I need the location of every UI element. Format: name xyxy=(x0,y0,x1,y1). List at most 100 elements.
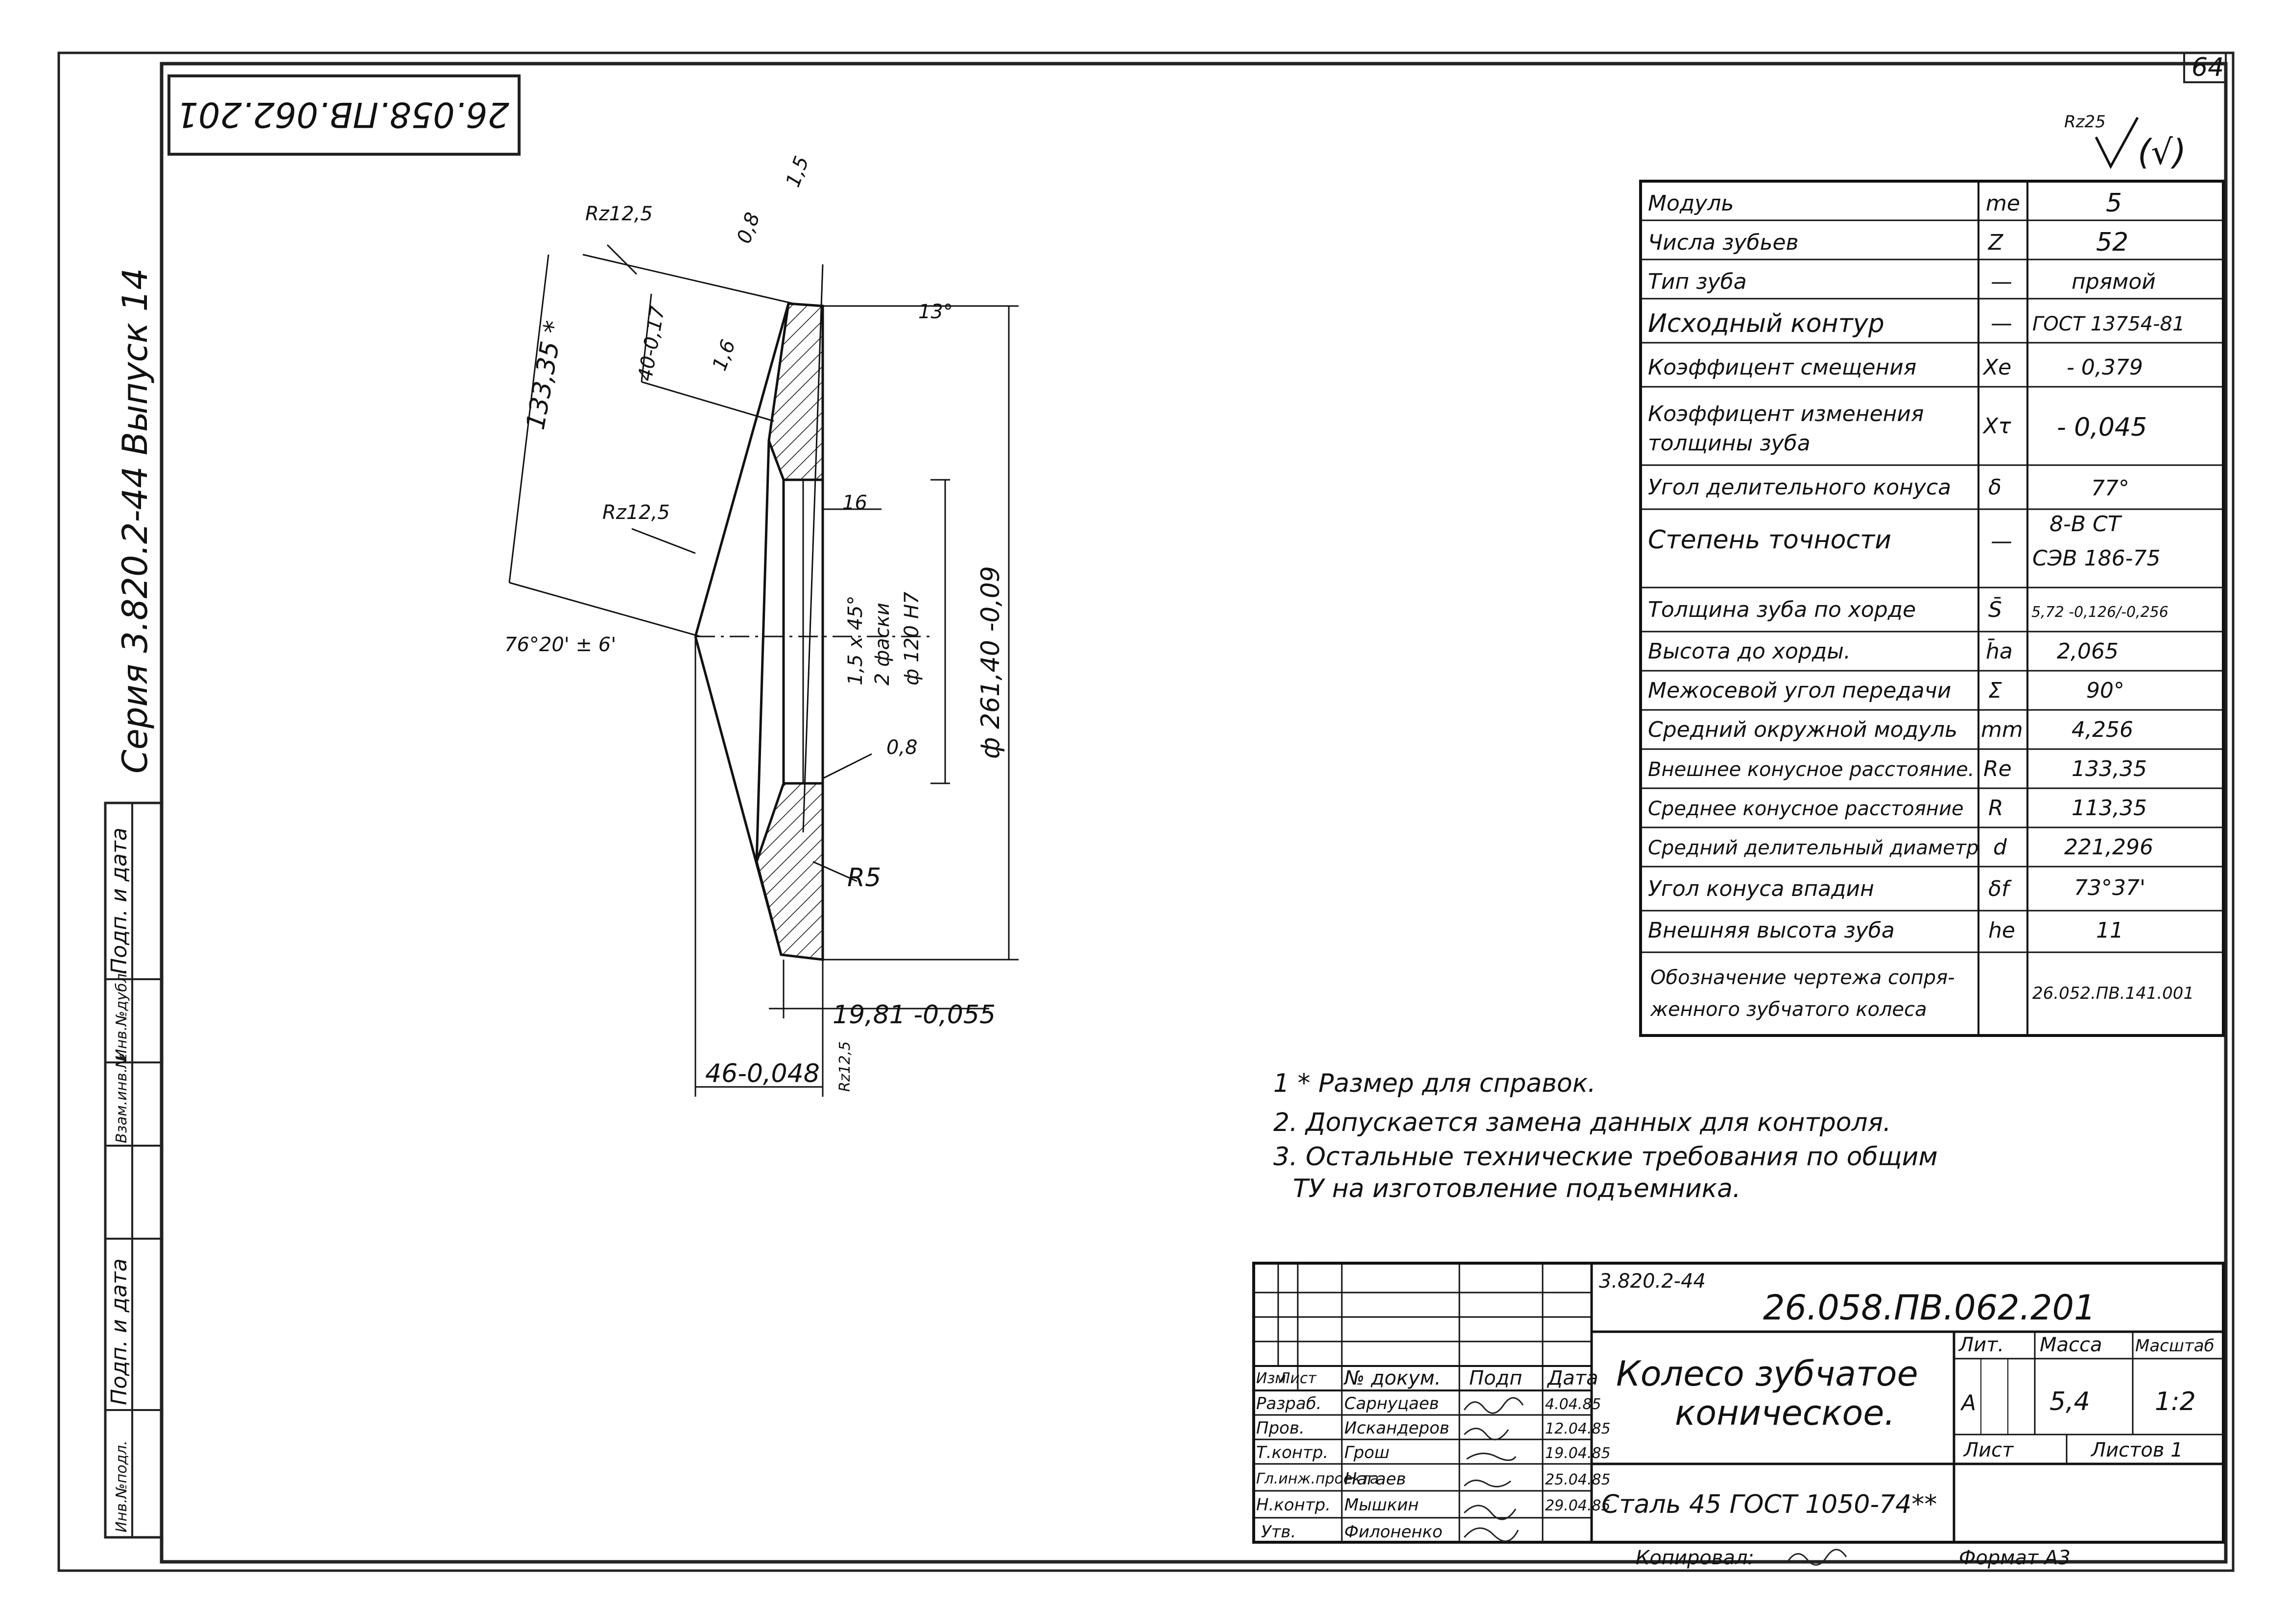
tb-person: Филоненко xyxy=(1344,1522,1443,1542)
param-val: 4,256 xyxy=(2072,717,2133,742)
tb-col-date: Дата xyxy=(1547,1367,1598,1389)
dim-rz-bottom: Rz12,5 xyxy=(836,1041,854,1092)
param-name: Средний окружной модуль xyxy=(1648,717,1957,742)
tb-mass-header: Масса xyxy=(2040,1334,2102,1356)
param-name-wrap: Обозначение чертежа сопря- xyxy=(1650,966,1955,989)
param-val: 77° xyxy=(2091,476,2129,501)
tb-format: Формат А3 xyxy=(1959,1547,2071,1569)
dim-r08b: 0,8 xyxy=(886,736,918,759)
tb-date: 12.04.85 xyxy=(1545,1420,1611,1437)
strip-label-5: Подп. и дата xyxy=(107,827,132,974)
param-val: - 0,379 xyxy=(2067,355,2143,380)
tb-col-podp: Подп xyxy=(1469,1367,1522,1389)
param-val: 52 xyxy=(2096,228,2128,257)
param-val: 90° xyxy=(2086,678,2124,703)
param-name: Степень точности xyxy=(1648,525,1891,555)
tb-sheet-label: Лист xyxy=(1963,1439,2014,1461)
tb-role: Н.контр. xyxy=(1256,1495,1331,1515)
tb-date: 29.04.85 xyxy=(1545,1497,1611,1514)
dim-19: 19,81 -0,055 xyxy=(833,1000,996,1030)
param-val: 113,35 xyxy=(2072,796,2147,821)
copied-signature xyxy=(1787,1549,1847,1566)
tb-role: Пров. xyxy=(1256,1418,1305,1438)
tb-mass: 5,4 xyxy=(2049,1387,2090,1416)
tb-role: Разраб. xyxy=(1256,1394,1322,1413)
param-val: 2,065 xyxy=(2057,639,2119,664)
tb-col-doc: № докум. xyxy=(1343,1367,1441,1389)
left-stamp-strip: Подп. и дата Инв.№дубл. Взам.инв.№ Подп.… xyxy=(104,801,163,1539)
dim-13deg: 13° xyxy=(918,301,953,323)
param-name: Внешняя высота зуба xyxy=(1648,918,1895,943)
tb-role: Т.контр. xyxy=(1256,1443,1328,1462)
param-name: Коэффицент изменения толщины зуба xyxy=(1648,449,1952,467)
dim-bore: ф 120 Н7 xyxy=(901,591,923,685)
tb-lit: А xyxy=(1960,1390,1976,1415)
param-name: Обозначение чертежа сопряженного зубчато… xyxy=(1650,1015,2081,1032)
param-sym: Z xyxy=(1988,230,2003,255)
tb-scale: 1:2 xyxy=(2155,1387,2196,1416)
tb-sheets-label: Листов 1 xyxy=(2090,1439,2183,1461)
param-sym: Xe xyxy=(1982,355,2011,380)
dim-16: 16 xyxy=(842,492,867,514)
tb-person: Мышкин xyxy=(1344,1495,1419,1515)
param-val: ГОСТ 13754-81 xyxy=(2032,313,2185,335)
param-name: Исходный контур xyxy=(1648,309,1884,338)
param-val: - 0,045 xyxy=(2057,413,2147,442)
dim-r16: 1,6 xyxy=(708,337,740,374)
tb-person: Грош xyxy=(1344,1443,1389,1462)
dim-od: ф 261,40 -0,09 xyxy=(976,566,1005,759)
param-val: 73°37' xyxy=(2074,875,2145,900)
dim-rz-top: Rz12,5 xyxy=(585,203,653,225)
dim-rz-mid: Rz12,5 xyxy=(602,501,670,524)
dim-chamfer2: 2 фаски xyxy=(871,603,894,685)
param-val: 133,35 xyxy=(2072,756,2147,781)
tb-material: Сталь 45 ГОСТ 1050-74** xyxy=(1601,1490,1937,1519)
param-sym: h̄a xyxy=(1986,638,2013,664)
param-val: 221,296 xyxy=(2064,835,2153,860)
sheet-number-box xyxy=(2183,52,2227,83)
param-name: Средний делительный диаметр xyxy=(1648,837,1978,859)
param-sym: — xyxy=(1991,529,2012,554)
param-name: Угол делительного конуса xyxy=(1648,475,1951,500)
param-sym: Re xyxy=(1983,756,2012,781)
param-val-l2: СЭВ 186-75 xyxy=(2032,546,2160,571)
param-val: 8-В СТ СЭВ 186-75 xyxy=(2032,569,2173,587)
param-val: 5,72 -0,126/-0,256 xyxy=(2031,604,2168,621)
tb-role: Гл.инж.проекта xyxy=(1256,1470,1379,1487)
note-1: 1 * Размер для справок. xyxy=(1273,1069,1596,1098)
param-sym: Xτ xyxy=(1982,414,2011,439)
dim-40: 40-0,17 xyxy=(634,304,669,383)
dim-46: 46-0,048 xyxy=(705,1059,820,1088)
param-sym: me xyxy=(1986,191,2020,216)
param-val: 11 xyxy=(2096,918,2123,943)
param-name-wrap: Коэффицент изменения xyxy=(1648,401,1924,426)
param-name: Внешнее конусное расстояние. xyxy=(1648,758,1974,781)
param-name: Угол конуса впадин xyxy=(1648,876,1874,901)
param-name: Модуль xyxy=(1648,191,1734,216)
param-val-l1: 8-В СТ xyxy=(2049,512,2122,537)
sheet-number: 64 xyxy=(2192,53,2224,82)
dim-chamfer: 1,5 x 45° xyxy=(844,595,867,685)
series-label: Серия 3.820.2-44 Выпуск 14 xyxy=(115,268,155,774)
signatures xyxy=(1463,1397,1524,1542)
param-sym: d xyxy=(1993,835,2007,860)
tb-name1: Колесо зубчатое xyxy=(1616,1354,1918,1394)
notes: 1 * Размер для справок. 2. Допускается з… xyxy=(1273,1069,1938,1203)
strip-label-2: Подп. и дата xyxy=(107,1258,132,1405)
tb-copied: Копировал: xyxy=(1636,1547,1754,1569)
tb-name2: коническое. xyxy=(1675,1393,1895,1433)
title-block xyxy=(1252,1262,2225,1544)
roughness-paren: (√) xyxy=(2138,132,2186,172)
param-name: Межосевой угол передачи xyxy=(1648,678,1951,703)
tb-person: Сарнуцаев xyxy=(1344,1394,1439,1413)
param-sym: δ xyxy=(1988,475,2001,500)
param-val: 5 xyxy=(2106,188,2122,218)
dim-133: 133,35 * xyxy=(521,319,569,432)
note-3: 3. Остальные технические требования по о… xyxy=(1273,1142,1938,1172)
param-sym: R xyxy=(1988,796,2003,821)
tb-scale-header: Масштаб xyxy=(2135,1336,2215,1356)
param-sym: — xyxy=(1991,269,2012,294)
param-val: 26.052.ПВ.141.001 xyxy=(2032,984,2194,1003)
param-name-wrap2: толщины зуба xyxy=(1648,431,1811,456)
